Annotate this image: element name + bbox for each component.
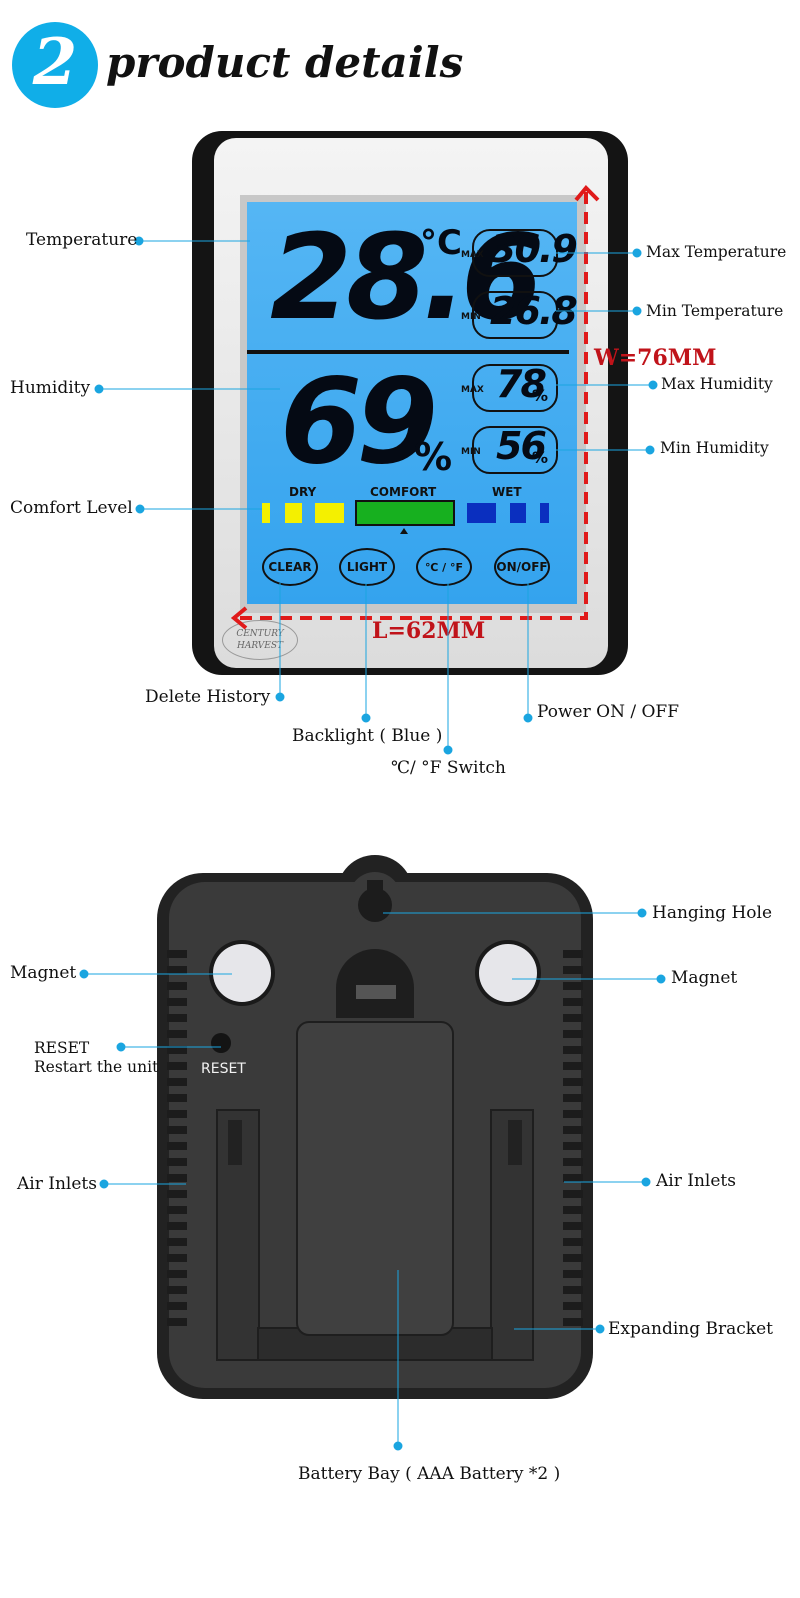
label-magnet-right: Magnet xyxy=(671,968,738,988)
length-dimension: L=62MM xyxy=(372,618,486,644)
min-humidity-percent: % xyxy=(532,448,549,467)
comfort-segment xyxy=(355,500,455,526)
label-power: Power ON / OFF xyxy=(537,702,680,722)
min-temp-box xyxy=(472,291,558,339)
label-expanding-bracket: Expanding Bracket xyxy=(608,1319,773,1339)
label-magnet-left: Magnet xyxy=(10,963,77,983)
max-humidity-percent: % xyxy=(532,386,549,405)
label-hanging-hole: Hanging Hole xyxy=(652,903,773,923)
label-max-temperature: Max Temperature xyxy=(646,243,787,261)
humidity-unit: % xyxy=(414,435,453,479)
dry-segment-2 xyxy=(285,503,302,523)
dry-segment-3 xyxy=(315,503,344,523)
wet-segment-3 xyxy=(540,503,549,523)
label-battery-bay: Battery Bay ( AAA Battery *2 ) xyxy=(298,1464,561,1484)
label-humidity: Humidity xyxy=(10,378,91,398)
width-dimension: W=76MM xyxy=(594,345,717,371)
page-title: product details xyxy=(106,38,464,87)
max-temp-reading: 30.9 xyxy=(490,227,578,271)
min-humidity-tag: MIN xyxy=(461,447,481,457)
dry-label: DRY xyxy=(289,485,317,499)
brand-logo: CENTURY HARVEST xyxy=(222,620,298,660)
label-min-temperature: Min Temperature xyxy=(646,302,784,320)
label-unit-switch: ℃/ °F Switch xyxy=(391,758,506,778)
max-humidity-reading: 78 xyxy=(496,362,547,406)
dimension-lines xyxy=(230,185,600,630)
label-reset-desc: Restart the unit xyxy=(34,1058,159,1076)
comfort-indicator-arrow xyxy=(400,528,408,534)
label-backlight: Backlight ( Blue ) xyxy=(292,726,443,746)
brand-line-1: CENTURY xyxy=(236,629,284,639)
step-number-badge: 2 xyxy=(12,22,98,108)
label-air-inlets-right: Air Inlets xyxy=(656,1171,736,1191)
humidity-reading: 69 xyxy=(280,352,438,490)
wet-segment-1 xyxy=(467,503,496,523)
unit-switch-button[interactable]: ℃ / °F xyxy=(416,548,472,586)
clear-button[interactable]: CLEAR xyxy=(262,548,318,586)
lcd-screen xyxy=(247,202,577,604)
light-button[interactable]: LIGHT xyxy=(339,548,395,586)
max-humidity-box xyxy=(472,364,558,412)
reset-text: RESET xyxy=(201,1061,246,1077)
temperature-reading: 28.6 xyxy=(270,208,543,346)
brand-line-2: HARVEST xyxy=(236,641,284,651)
label-comfort-level: Comfort Level xyxy=(10,498,133,518)
label-max-humidity: Max Humidity xyxy=(661,375,773,393)
label-air-inlets-left: Air Inlets xyxy=(17,1174,97,1194)
comfort-label: COMFORT xyxy=(370,485,437,499)
label-temperature: Temperature xyxy=(26,230,138,250)
dry-segment-1 xyxy=(262,503,270,523)
label-min-humidity: Min Humidity xyxy=(660,439,769,457)
power-button[interactable]: ON/OFF xyxy=(494,548,550,586)
min-temp-tag: MIN xyxy=(461,312,481,322)
label-delete-history: Delete History xyxy=(145,687,271,707)
step-number: 2 xyxy=(32,25,78,100)
label-reset: RESET xyxy=(34,1039,90,1057)
min-humidity-reading: 56 xyxy=(496,424,547,468)
front-callout-lines xyxy=(94,236,658,755)
lcd-divider xyxy=(247,350,569,354)
temperature-unit: °C xyxy=(420,223,462,263)
wet-segment-2 xyxy=(510,503,526,523)
wet-label: WET xyxy=(492,485,522,499)
